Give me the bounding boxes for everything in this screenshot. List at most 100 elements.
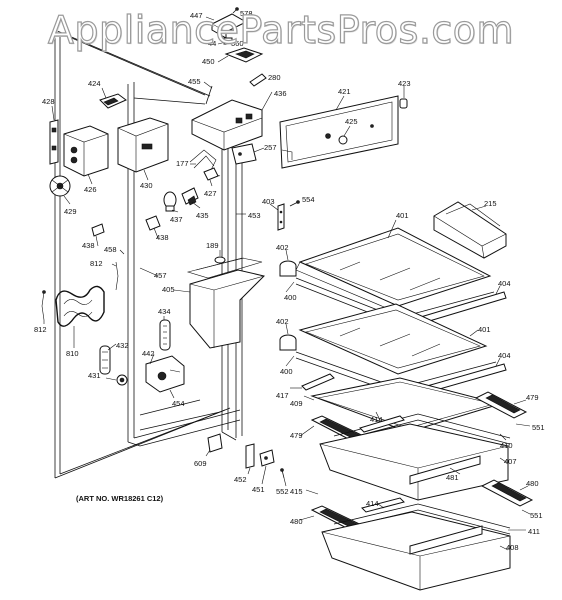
label-411: 411	[528, 527, 540, 536]
label-554: 554	[302, 195, 315, 204]
label-452: 452	[234, 475, 247, 484]
part-812-wire-upper	[115, 261, 119, 291]
part-408-crisper-drawer-lower	[321, 511, 511, 591]
label-402-upper: 402	[276, 243, 289, 252]
label-403: 403	[262, 197, 275, 206]
label-812-lower: 812	[34, 325, 47, 334]
label-177: 177	[176, 159, 189, 168]
label-432: 432	[116, 341, 129, 350]
part-560-clip	[223, 37, 233, 45]
label-431: 431	[88, 371, 101, 380]
label-450: 450	[202, 57, 215, 66]
part-450-light-housing	[224, 47, 264, 63]
part-189-cap	[214, 256, 226, 264]
part-402-shelf-support-upper	[279, 260, 297, 277]
label-435: 435	[196, 211, 209, 220]
cabinet-liner	[54, 29, 243, 479]
part-438-clip-b	[145, 215, 161, 231]
label-447: 447	[190, 11, 203, 20]
label-414-upper: 414	[370, 415, 383, 424]
label-404-upper: 404	[498, 279, 511, 288]
label-428: 428	[42, 97, 55, 106]
label-257: 257	[264, 143, 277, 152]
label-429: 429	[64, 207, 77, 216]
part-401-shelf-lower	[298, 303, 488, 375]
leader-lines	[43, 16, 531, 551]
part-435-socket	[181, 187, 199, 206]
label-480-left: 480	[290, 517, 303, 526]
label-409: 409	[290, 399, 303, 408]
label-479-left: 479	[290, 431, 303, 440]
label-448: 44	[208, 39, 216, 48]
part-424-motor-mount	[99, 93, 127, 109]
label-578: 578	[240, 9, 253, 18]
part-280-bulb-shield	[249, 73, 267, 87]
part-215-bin	[433, 201, 507, 259]
label-481: 481	[446, 473, 459, 482]
label-458: 458	[104, 245, 117, 254]
label-417: 417	[276, 391, 289, 400]
part-438-clip-a	[91, 223, 105, 237]
part-452-hinge	[245, 443, 255, 469]
label-609: 609	[194, 459, 207, 468]
label-425: 425	[345, 117, 358, 126]
part-417-rail	[301, 373, 335, 391]
part-552-screw	[280, 468, 285, 479]
label-812-upper: 812	[90, 259, 103, 268]
part-609-roller	[207, 433, 223, 453]
part-430-fan-shroud	[117, 117, 169, 173]
part-405-bracket	[186, 257, 265, 349]
label-454: 454	[172, 399, 185, 408]
label-401-lower: 401	[478, 325, 491, 334]
label-405: 405	[162, 285, 175, 294]
part-812-wire-lower	[41, 290, 46, 321]
part-431-grommet	[116, 374, 128, 386]
watermark: AppliancePartsPros.com	[47, 7, 515, 52]
part-578-screw	[232, 7, 239, 14]
part-402-shelf-support-lower	[279, 334, 297, 351]
label-430: 430	[140, 181, 153, 190]
part-427-switch	[203, 167, 219, 181]
part-437-light-bulb	[163, 191, 177, 212]
label-810: 810	[66, 349, 79, 358]
label-414-lower: 414	[366, 499, 379, 508]
label-455: 455	[188, 77, 201, 86]
part-429-fan-blade	[49, 175, 71, 197]
label-426: 426	[84, 185, 97, 194]
label-551-lower: 551	[530, 511, 543, 520]
part-407-crisper-drawer-upper	[319, 423, 509, 501]
part-554-screw	[289, 200, 300, 207]
label-189: 189	[206, 241, 219, 250]
label-423: 423	[398, 79, 411, 88]
part-414-rail-lower	[361, 497, 405, 513]
label-401-upper: 401	[396, 211, 409, 220]
art-number-note: (ART NO. WR18261 C12)	[76, 494, 164, 503]
label-215: 215	[484, 199, 497, 208]
part-442-thermostat	[145, 355, 185, 393]
label-552: 552	[276, 487, 289, 496]
part-810-heater-coil	[55, 285, 105, 327]
part-409-crisper-cover	[310, 377, 502, 433]
part-447-light-cover	[210, 13, 248, 39]
label-400-upper: 400	[284, 293, 297, 302]
part-421-control-panel	[279, 95, 399, 169]
part-257-damper-control	[231, 143, 257, 165]
label-438-a: 438	[82, 241, 95, 250]
part-425-knob	[338, 135, 348, 145]
part-436-control-housing	[191, 99, 263, 151]
label-421: 421	[338, 87, 351, 96]
label-280: 280	[268, 73, 281, 82]
part-426-fan-motor	[63, 125, 109, 177]
part-403-mounting-strip	[277, 203, 285, 231]
part-455-duct	[205, 85, 213, 105]
part-432-drain-tube	[99, 345, 111, 375]
label-408: 408	[506, 543, 519, 552]
label-434: 434	[158, 307, 171, 316]
part-423-bulb	[399, 98, 408, 109]
part-428-bracket	[49, 119, 59, 165]
part-451-bracket	[259, 449, 275, 467]
part-479-slide-right	[474, 391, 528, 419]
label-442: 442	[142, 349, 155, 358]
label-402-lower: 402	[276, 317, 289, 326]
